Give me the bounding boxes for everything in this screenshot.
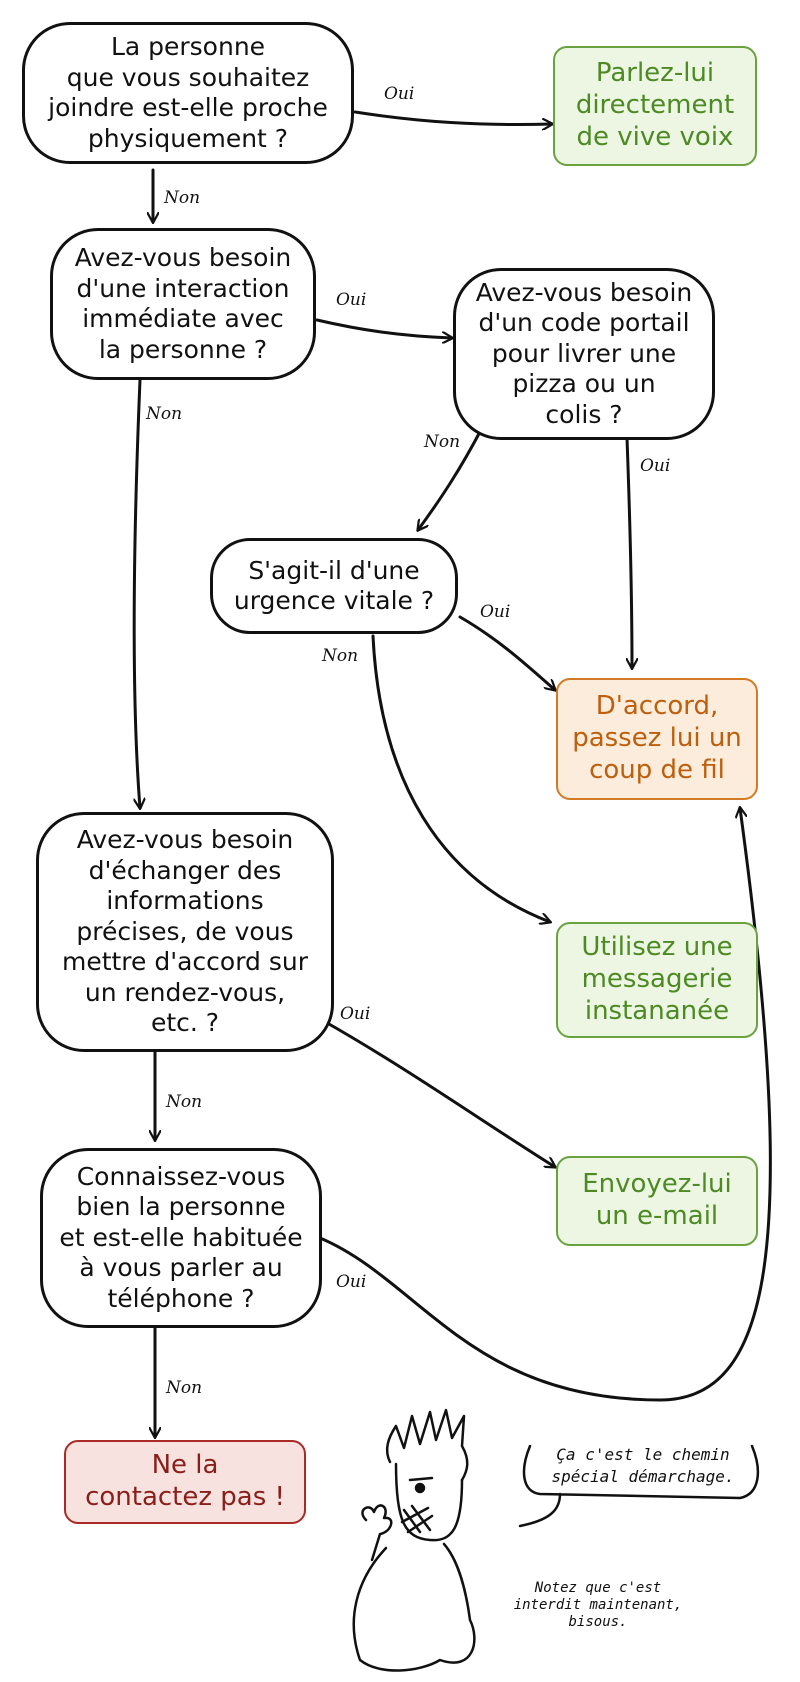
character-eye	[414, 1482, 426, 1494]
question-life-emergency: S'agit-il d'une urgence vitale ?	[210, 538, 458, 634]
arrow-echanger-oui	[320, 1018, 555, 1167]
question-gate-code: Avez-vous besoin d'un code portail pour …	[453, 268, 715, 440]
label-echanger-oui: Oui	[340, 1004, 371, 1024]
arrow-code-non	[418, 426, 484, 530]
character-face	[394, 1462, 464, 1542]
answer-do-not-contact: Ne la contactez pas !	[64, 1440, 306, 1524]
arrow-immediate-oui	[315, 318, 452, 338]
label-connaissez-non: Non	[166, 1378, 203, 1398]
character-hair	[385, 1408, 469, 1482]
arrow-urgence-oui	[458, 615, 555, 690]
question-know-person: Connaissez-vous bien la personne et est-…	[40, 1148, 322, 1328]
arrow-proche-oui	[353, 110, 552, 125]
cartoon-character	[352, 1408, 760, 1672]
label-code-non: Non	[424, 432, 461, 452]
answer-speak-directly: Parlez-lui directement de vive voix	[553, 46, 757, 166]
arrow-urgence-non	[371, 634, 550, 922]
question-person-nearby: La personne que vous souhaitez joindre e…	[22, 22, 354, 164]
question-exchange-information: Avez-vous besoin d'échanger des informat…	[36, 812, 334, 1052]
character-hand	[361, 1504, 393, 1562]
character-eyelid	[408, 1476, 434, 1482]
speech-bubble	[518, 1444, 760, 1528]
label-urgence-oui: Oui	[480, 602, 511, 622]
speech-bubble-text: Ça c'est le chemin spécial démarchage.	[551, 1445, 735, 1486]
answer-send-email: Envoyez-lui un e-mail	[556, 1156, 758, 1246]
label-urgence-non: Non	[322, 646, 359, 666]
label-proche-oui: Oui	[384, 84, 415, 104]
label-echanger-non: Non	[166, 1092, 203, 1112]
arrow-connaissez-oui	[318, 808, 772, 1402]
label-proche-non: Non	[164, 188, 201, 208]
label-immediate-oui: Oui	[336, 290, 367, 310]
label-connaissez-oui: Oui	[336, 1272, 367, 1292]
arrow-immediate-non	[132, 378, 140, 808]
answer-instant-messaging: Utilisez une messagerie instananée	[556, 922, 758, 1038]
label-code-oui: Oui	[640, 456, 671, 476]
footnote-text: Notez que c'est interdit maintenant, bis…	[513, 1580, 683, 1630]
answer-phone-call: D'accord, passez lui un coup de fil	[556, 678, 758, 800]
label-immediate-non: Non	[146, 404, 183, 424]
character-body	[352, 1542, 476, 1672]
character-grid	[400, 1504, 434, 1534]
question-immediate-interaction: Avez-vous besoin d'une interaction imméd…	[50, 228, 316, 380]
arrow-code-oui	[625, 436, 632, 668]
